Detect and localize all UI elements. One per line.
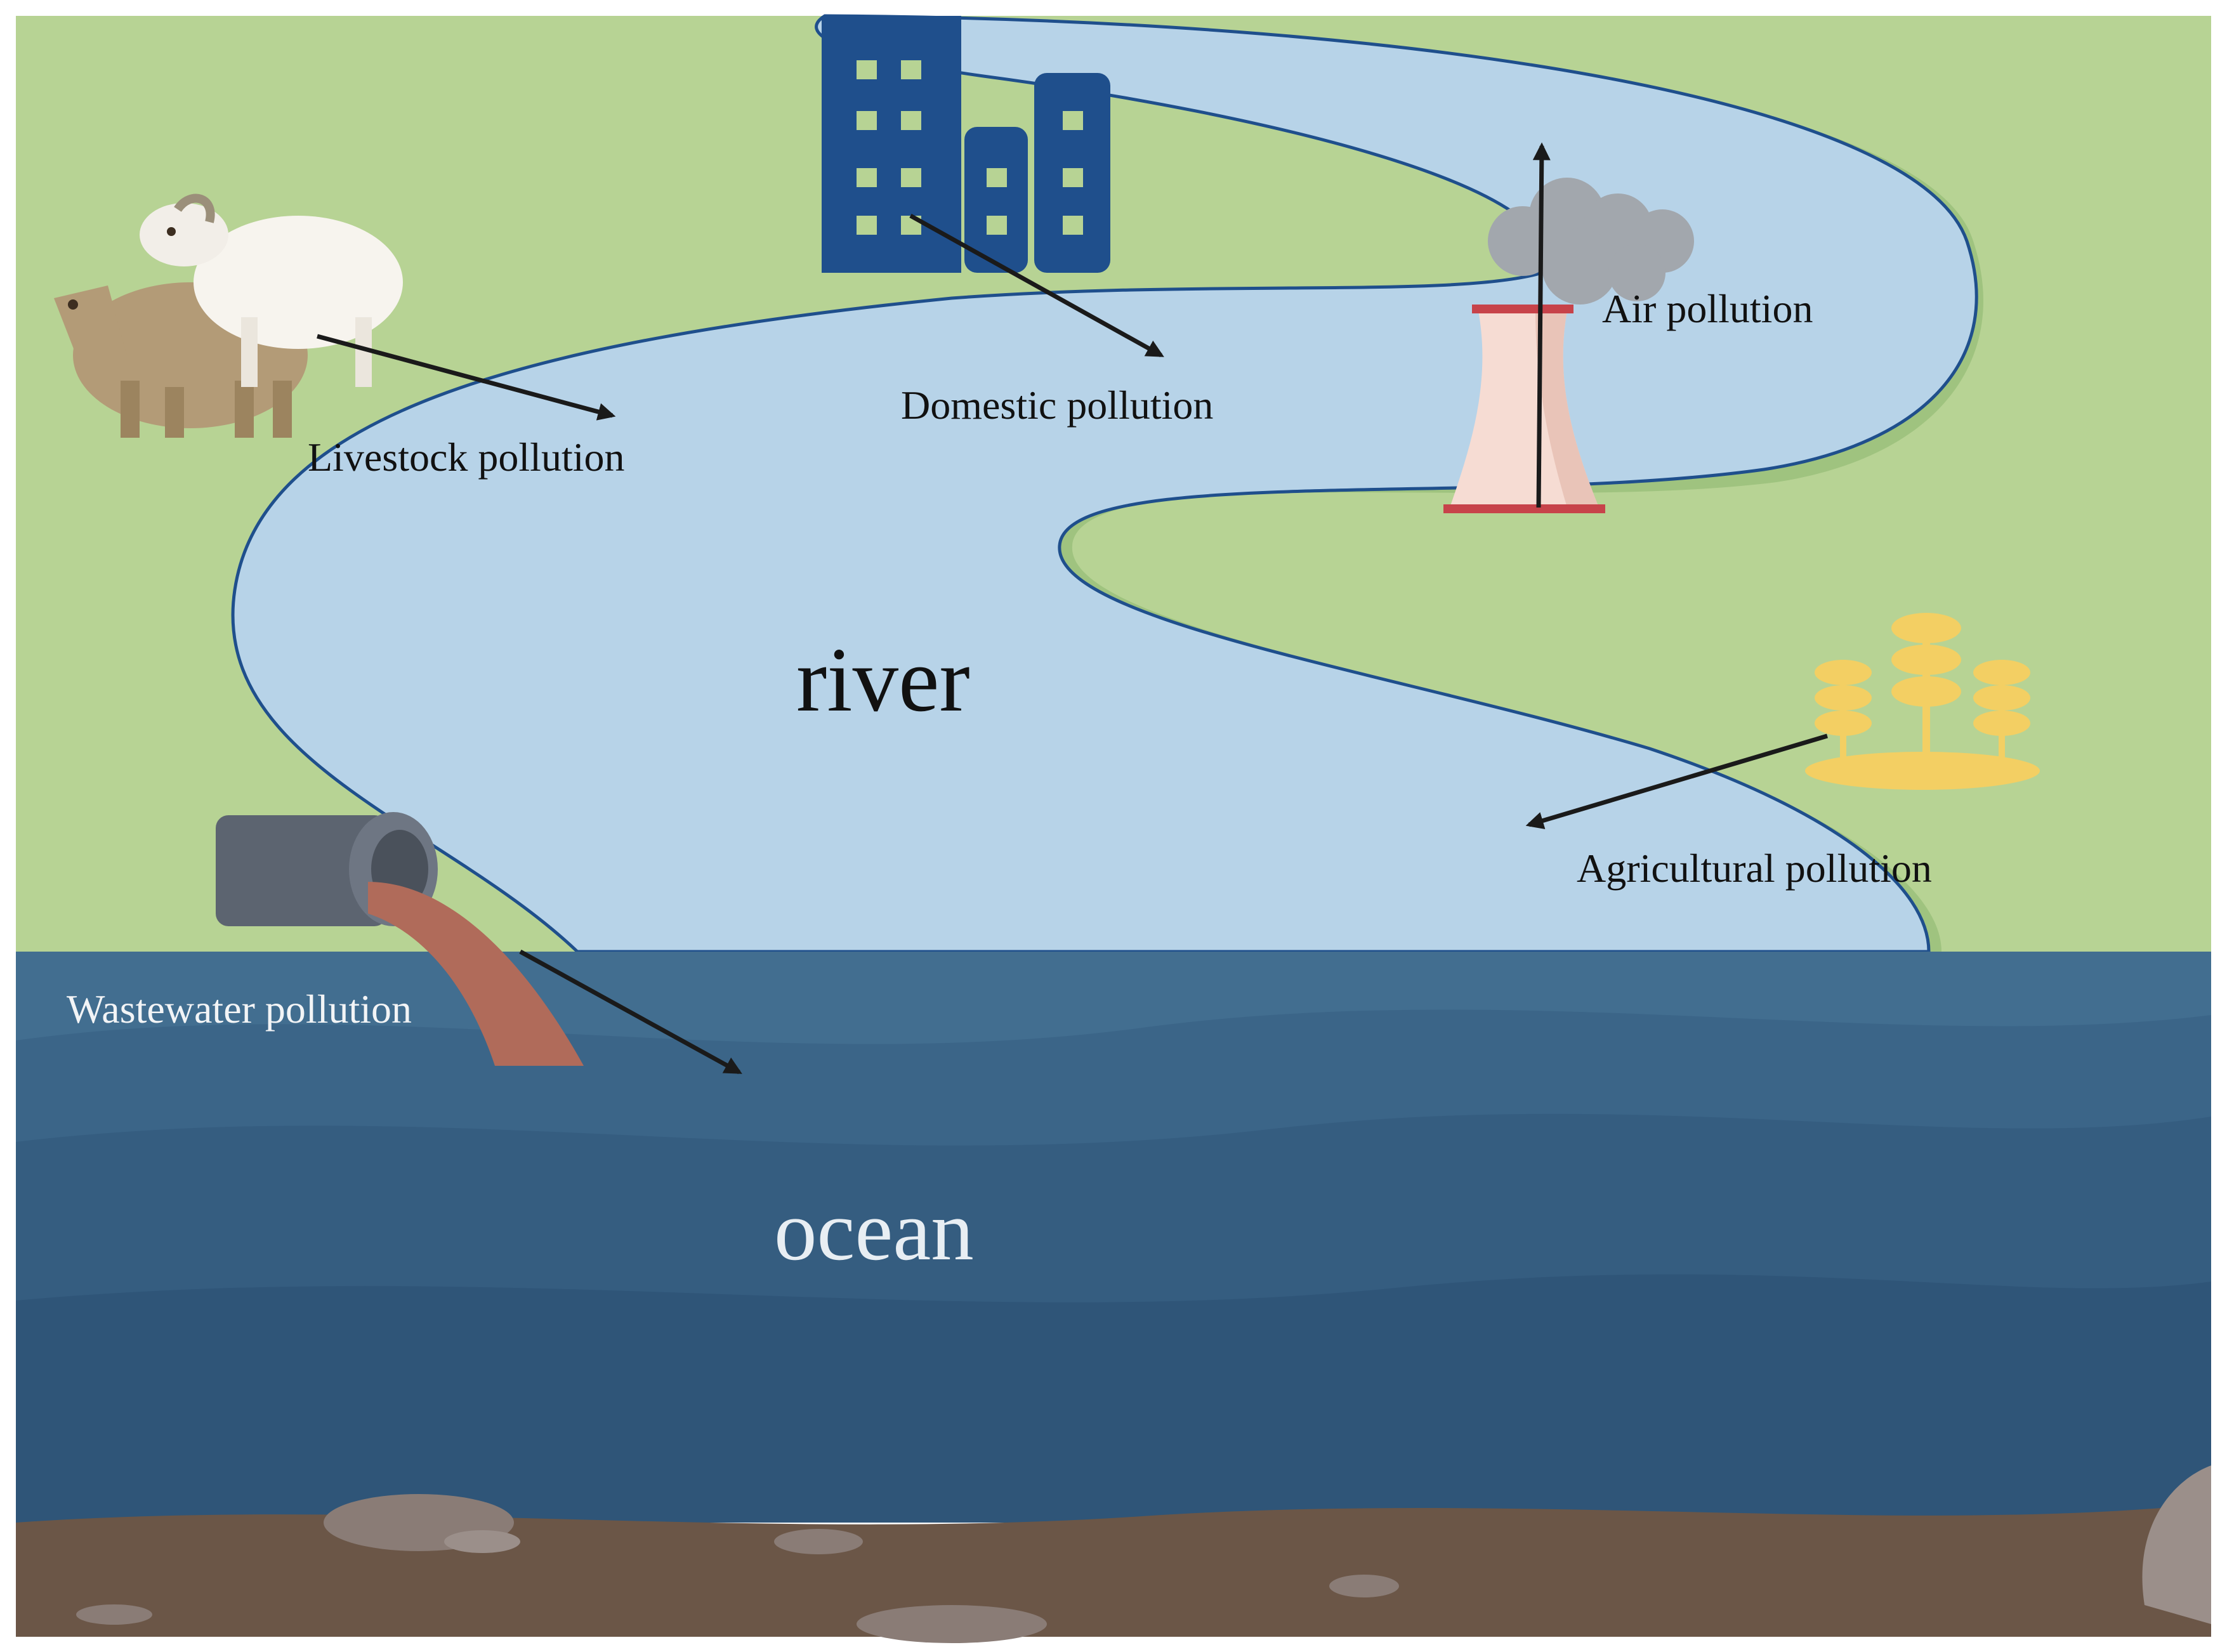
wastewater-outflow: [368, 882, 584, 1066]
wheat-crop-icon: [1805, 613, 2040, 790]
domestic-arrow: [909, 213, 1164, 358]
air-arrow: [1532, 142, 1551, 508]
label-air-pollution: Air pollution: [1602, 286, 1813, 331]
sheep-icon: [140, 193, 403, 387]
label-agricultural-pollution: Agricultural pollution: [1577, 846, 1932, 891]
label-domestic-pollution: Domestic pollution: [901, 383, 1213, 428]
label-ocean: ocean: [774, 1184, 974, 1278]
rock-icon: [76, 1465, 2211, 1643]
smoke-cloud-icon: [1488, 178, 1694, 305]
livestock-arrow: [317, 334, 616, 421]
wastewater-arrow: [519, 949, 742, 1075]
ocean-wave-3: [16, 1274, 2211, 1523]
drain-pipe-icon: [216, 812, 584, 1066]
cooling-tower-icon: [1443, 305, 1605, 513]
buildings-icon: [822, 16, 1110, 273]
pollution-arrows: [317, 142, 1828, 1075]
label-river: river: [796, 629, 970, 731]
label-wastewater-pollution: Wastewater pollution: [67, 987, 412, 1032]
agricultural-arrow: [1525, 733, 1828, 830]
label-livestock-pollution: Livestock pollution: [308, 435, 625, 480]
seabed: [16, 1504, 2211, 1637]
